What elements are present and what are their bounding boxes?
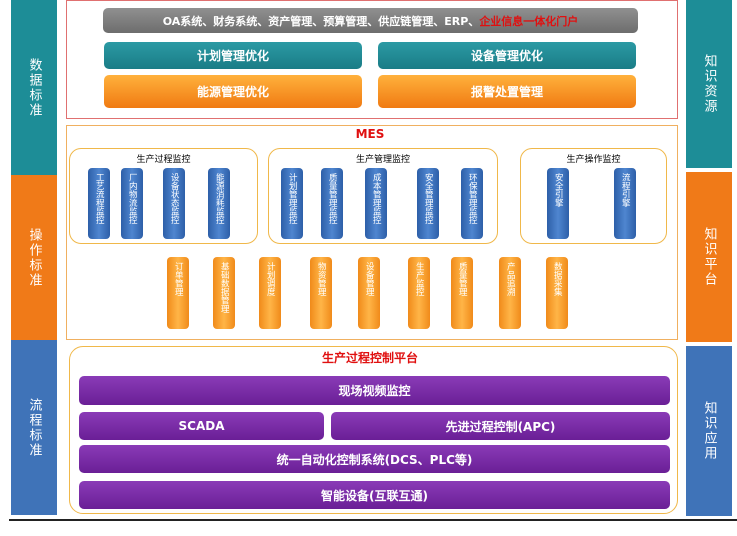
side-label-knowledge-application: 知识应用 <box>686 346 732 516</box>
bottom-divider <box>9 519 737 521</box>
equipment-management-module-button[interactable]: 设备管理 <box>358 257 380 329</box>
plan-management-button[interactable]: 计划管理优化 <box>104 42 362 69</box>
order-management-button[interactable]: 订单管理 <box>167 257 189 329</box>
side-label-operation-standard: 操作标准 <box>11 175 57 340</box>
quality-management-button[interactable]: 质量管理 <box>451 257 473 329</box>
video-monitoring-button[interactable]: 现场视频监控 <box>79 376 670 405</box>
smart-devices-button[interactable]: 智能设备(互联互通) <box>79 481 670 509</box>
apc-button[interactable]: 先进过程控制(APC) <box>331 412 670 440</box>
side-label-data-standard: 数据标准 <box>11 0 57 175</box>
equipment-management-button[interactable]: 设备管理优化 <box>378 42 636 69</box>
operation-monitor-group <box>520 148 667 244</box>
banner-text: OA系统、财务系统、资产管理、预算管理、供应链管理、ERP、 <box>162 14 480 28</box>
process-monitor-title: 生产过程监控 <box>136 155 191 165</box>
process-control-platform-frame <box>69 346 678 514</box>
mes-title: MES <box>355 127 385 141</box>
scada-button[interactable]: SCADA <box>79 412 324 440</box>
cost-monitor-button[interactable]: 成本管理监控 <box>365 168 387 239</box>
process-engine-button[interactable]: 流程引擎 <box>614 168 636 239</box>
quality-monitor-button[interactable]: 质量管理监控 <box>321 168 343 239</box>
side-label-process-standard: 流程标准 <box>11 340 57 515</box>
mes-frame <box>66 125 678 340</box>
master-data-management-button[interactable]: 基础数据管理 <box>213 257 235 329</box>
data-collection-button[interactable]: 数据采集 <box>546 257 568 329</box>
alarm-handling-button[interactable]: 报警处置管理 <box>378 75 636 108</box>
safety-monitor-button[interactable]: 安全管理监控 <box>417 168 439 239</box>
top-frame <box>66 0 678 119</box>
process-monitor-group <box>69 148 258 244</box>
energy-management-button[interactable]: 能源管理优化 <box>104 75 362 108</box>
plan-scheduling-button[interactable]: 计划调度 <box>259 257 281 329</box>
product-traceability-button[interactable]: 产品追溯 <box>499 257 521 329</box>
process-flow-monitor-button[interactable]: 工艺流程监控 <box>88 168 110 239</box>
process-control-platform-title: 生产过程控制平台 <box>321 351 418 365</box>
plant-logistics-monitor-button[interactable]: 厂内物流监控 <box>121 168 143 239</box>
production-monitor-button[interactable]: 生产监控 <box>408 257 430 329</box>
side-label-knowledge-platform: 知识平台 <box>686 172 732 342</box>
safety-engine-button[interactable]: 安全引擎 <box>547 168 569 239</box>
enterprise-portal-banner: OA系统、财务系统、资产管理、预算管理、供应链管理、ERP、企业信息一体化门户 <box>103 8 638 33</box>
plan-monitor-button[interactable]: 计划管理监控 <box>281 168 303 239</box>
management-monitor-title: 生产管理监控 <box>355 155 410 165</box>
environment-monitor-button[interactable]: 环保管理监控 <box>461 168 483 239</box>
dcs-plc-button[interactable]: 统一自动化控制系统(DCS、PLC等) <box>79 445 670 473</box>
material-management-button[interactable]: 物资管理 <box>310 257 332 329</box>
energy-consumption-monitor-button[interactable]: 能源消耗监控 <box>208 168 230 239</box>
side-label-knowledge-resource: 知识资源 <box>686 0 732 168</box>
management-monitor-group <box>268 148 498 244</box>
operation-monitor-title: 生产操作监控 <box>566 155 621 165</box>
equipment-status-monitor-button[interactable]: 设备状态监控 <box>163 168 185 239</box>
banner-highlight: 企业信息一体化门户 <box>479 14 579 28</box>
